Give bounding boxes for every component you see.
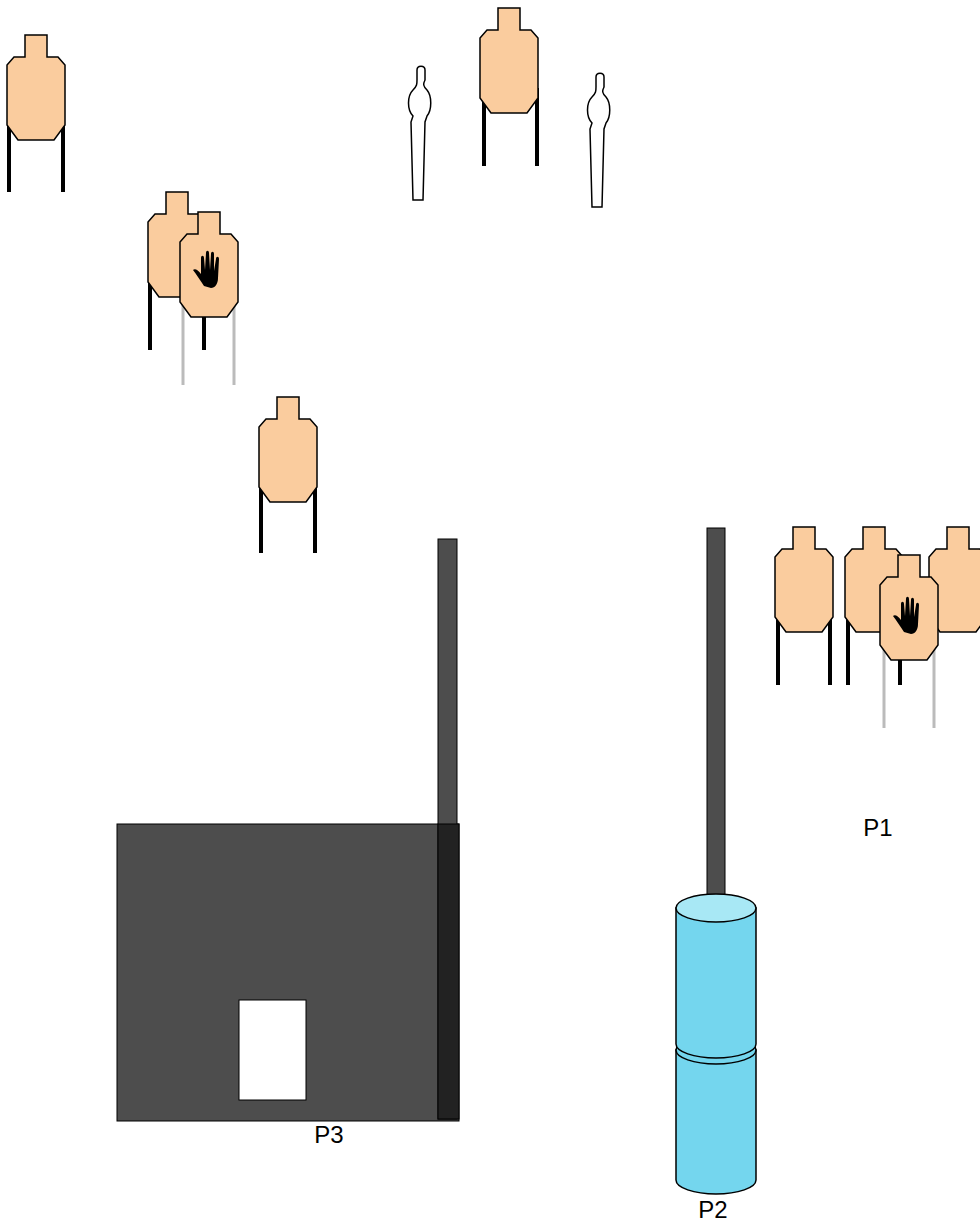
position-label: P2	[698, 1198, 727, 1222]
shoot-target	[775, 527, 833, 685]
position-label: P1	[863, 816, 892, 840]
position-label: P3	[314, 1123, 343, 1147]
wall-with-window	[117, 824, 459, 1121]
wall-pole	[438, 539, 459, 1119]
shoot-target	[7, 35, 65, 192]
shoot-target	[480, 8, 538, 166]
wall-pole	[707, 528, 725, 898]
shoot-target	[259, 397, 317, 553]
no-shoot-silhouette	[409, 66, 431, 200]
no-shoot-target	[880, 555, 938, 728]
barrel-stack	[676, 894, 756, 1194]
no-shoot-target	[180, 212, 238, 385]
no-shoot-silhouette	[588, 73, 610, 207]
